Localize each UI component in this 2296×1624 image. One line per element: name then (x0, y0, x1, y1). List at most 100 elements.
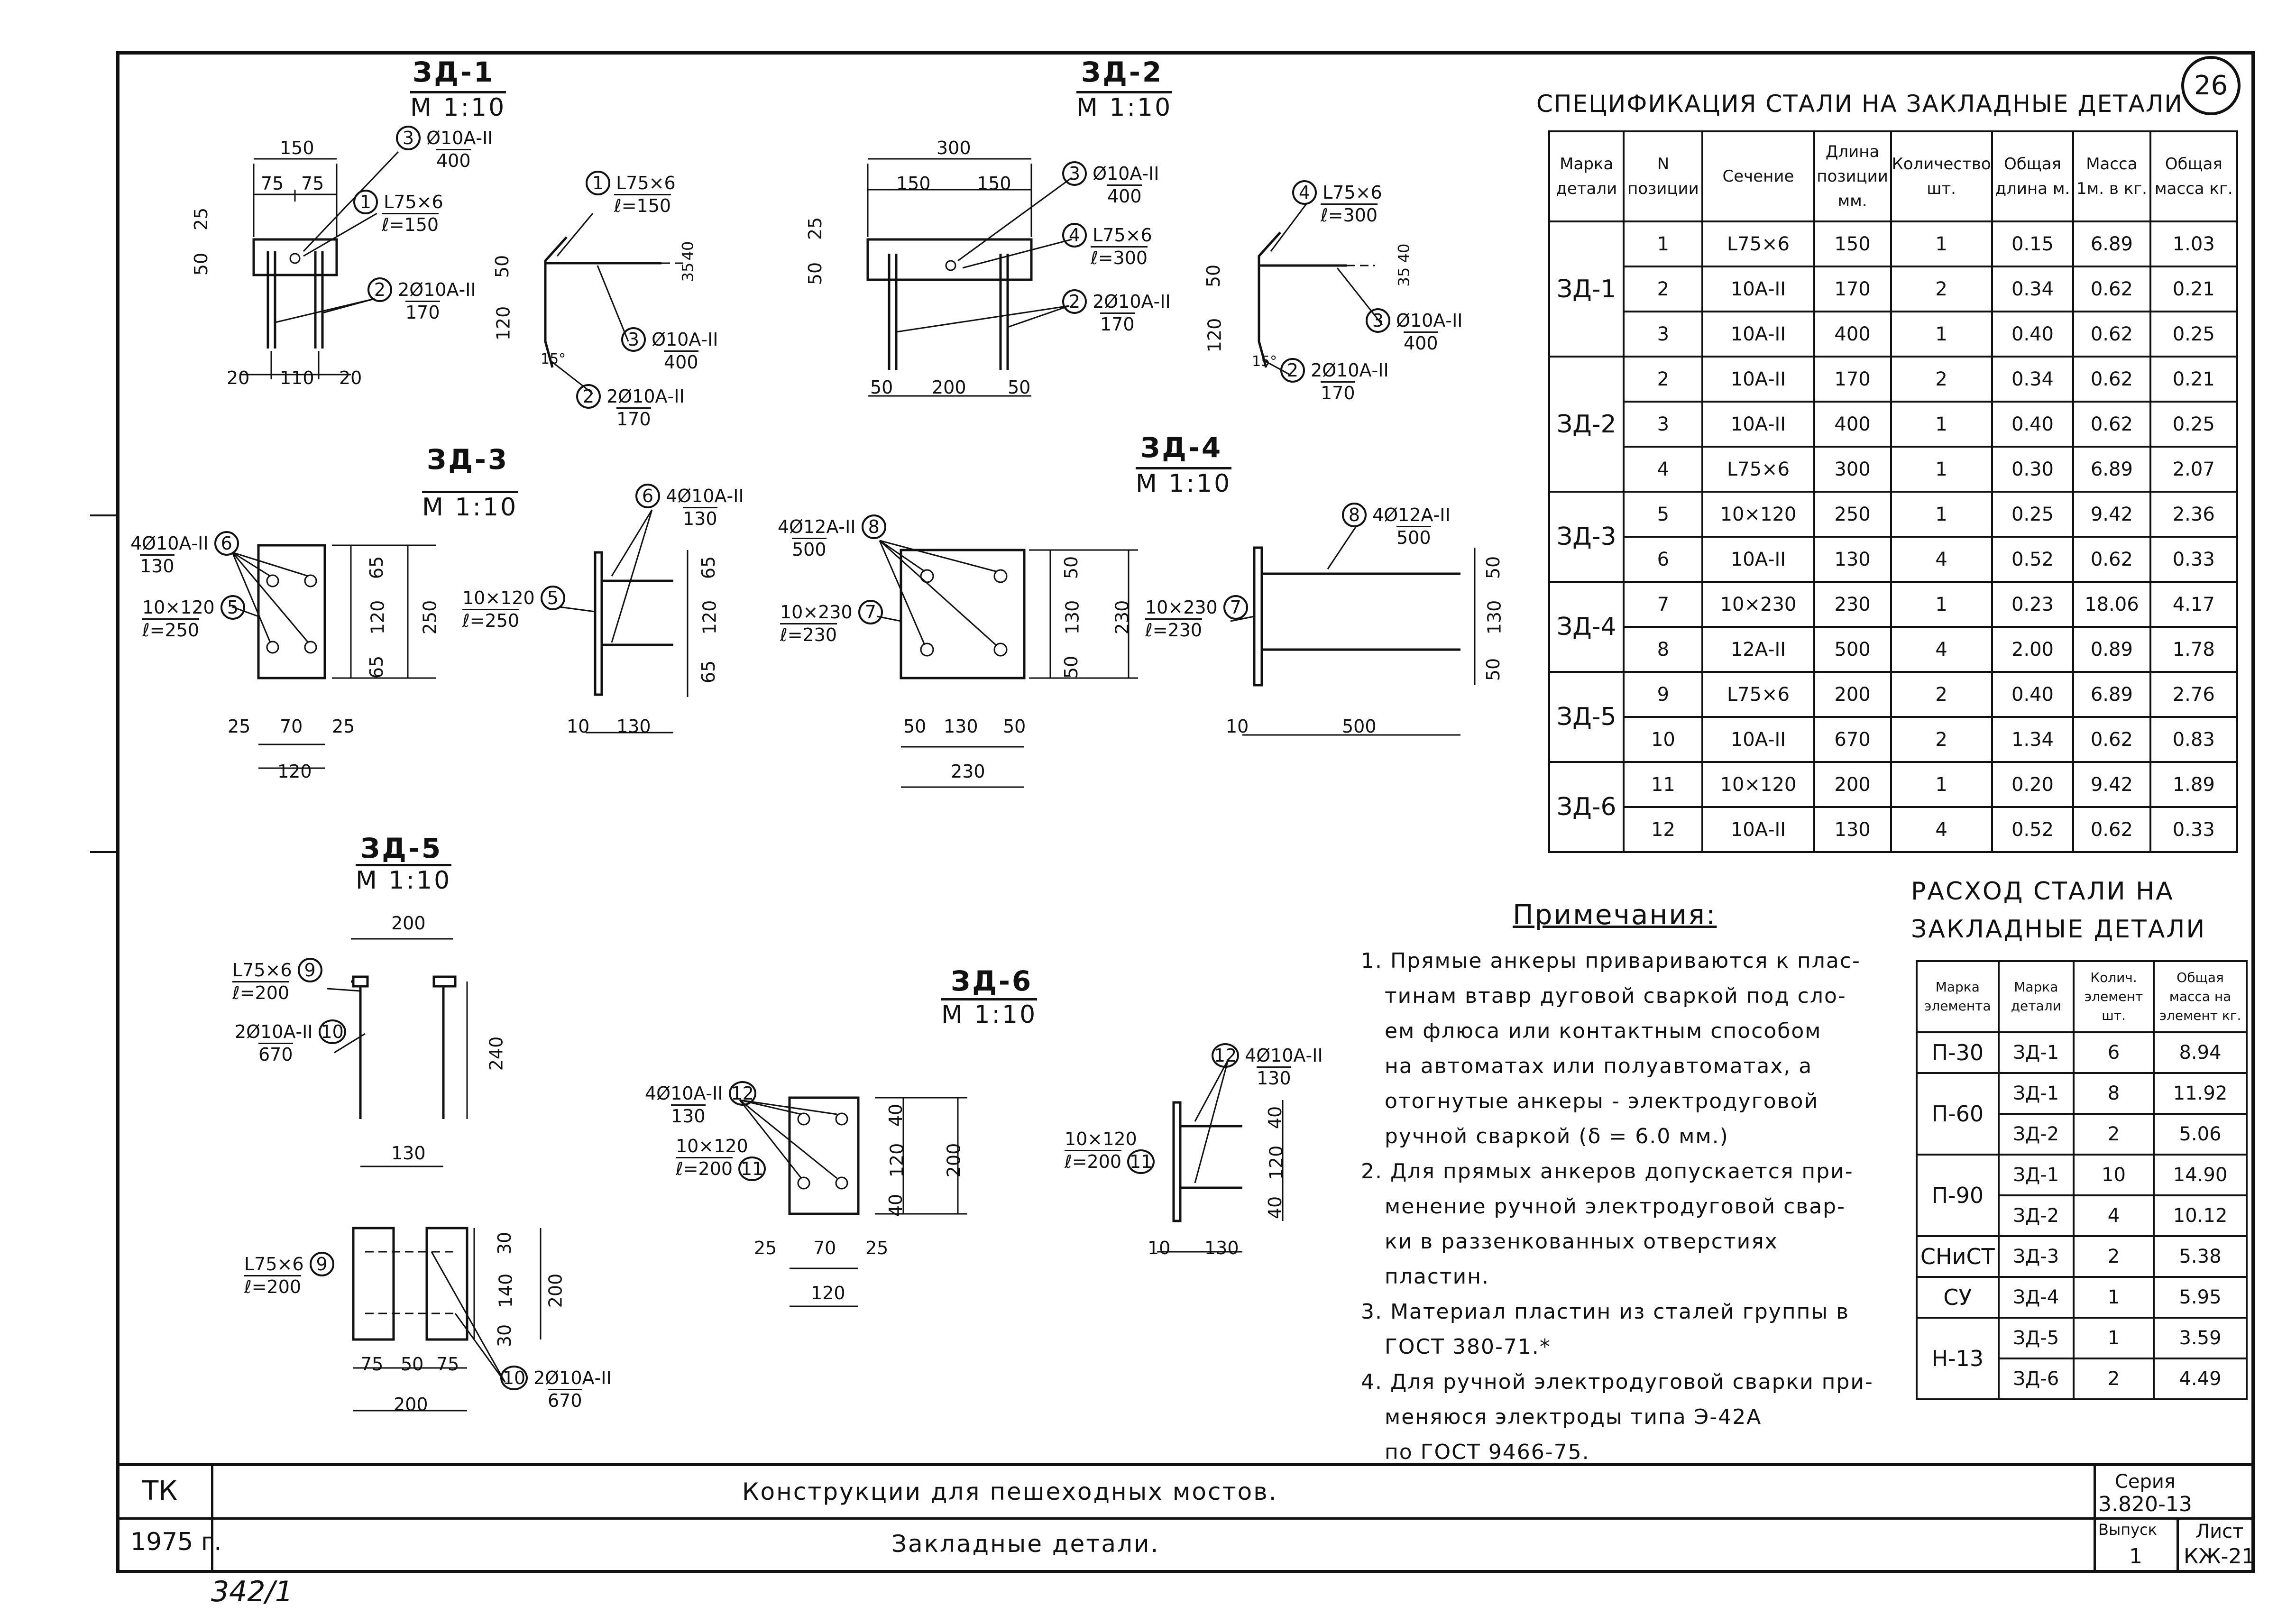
zd3-c5b: ℓ=250 (142, 618, 200, 641)
spec-cell: 0.34 (1991, 266, 2075, 312)
consumption-cell: ЗД-2 (1997, 1194, 2075, 1237)
pos-12-marker: 12 (728, 1081, 756, 1106)
pos-9-marker: 9 (309, 1252, 334, 1276)
zd3-dim-25b: 25 (332, 716, 355, 737)
consumption-header: Общая масса на элемент кг. (2153, 960, 2248, 1033)
zd1-front (239, 151, 399, 379)
zd3s-c6: 4Ø10А-ІІ (666, 486, 744, 506)
pos-10-marker: 10 (318, 1019, 346, 1044)
spec-cell: 6 (1623, 536, 1704, 583)
consumption-header: Марка детали (1997, 960, 2075, 1033)
spec-cell: 2 (1890, 671, 1993, 718)
zd4s-dim-50b: 50 (1483, 658, 1504, 681)
stamp-divider (2094, 1466, 2096, 1573)
zd2-scale: М 1:10 (1076, 91, 1173, 122)
notes-title: Примечания: (1513, 899, 1717, 931)
consumption-element: П-90 (1916, 1154, 2000, 1237)
zd5-title: ЗД-5 (360, 832, 443, 864)
zd6-dim-120b: 120 (811, 1283, 845, 1303)
spec-cell: 10 (1623, 716, 1704, 763)
note-line: ем флюса или контактным способом (1385, 1019, 1822, 1043)
sheet-number: 26 (2194, 70, 2228, 101)
consumption-table: Марка элемента Марка детали Колич. элеме… (1916, 960, 2248, 1400)
note-line: по ГОСТ 9466-75. (1385, 1440, 1590, 1464)
zd5-scale: М 1:10 (356, 864, 452, 895)
pos-11-marker: 11 (1127, 1149, 1155, 1174)
spec-cell: 8 (1623, 626, 1704, 673)
zd6-front (739, 1096, 967, 1307)
zd6-dim-70: 70 (813, 1238, 836, 1258)
spec-cell: 1 (1890, 220, 1993, 267)
zd3s-dim-65a: 65 (698, 556, 719, 579)
zd4-front (877, 540, 1138, 788)
zd1-dim-75a: 75 (261, 173, 284, 194)
spec-cell: 6.89 (2072, 220, 2151, 267)
consumption-title-2: закладные детали (1911, 915, 2206, 944)
zd3-scale: М 1:10 (422, 491, 518, 522)
zd4-c7b: ℓ=230 (780, 623, 837, 645)
zd2-dim-50: 50 (805, 262, 826, 285)
spec-cell: 4 (1890, 806, 1993, 853)
zd6s-dim-40b: 40 (1265, 1196, 1286, 1220)
zd2s-c4b: ℓ=300 (1321, 203, 1378, 226)
spec-cell: 0.25 (2149, 401, 2239, 448)
consumption-cell: 2 (2072, 1113, 2155, 1156)
zd3-c5: 10×120 (142, 597, 215, 618)
stamp-sheet: КЖ-21 (2184, 1544, 2255, 1569)
spec-cell: 0.62 (2072, 266, 2151, 312)
spec-header: Общая длина м. (1991, 130, 2075, 222)
zd5p-dim-30a: 30 (494, 1231, 515, 1255)
consumption-cell: ЗД-1 (1997, 1154, 2075, 1196)
pos-11-marker: 11 (738, 1156, 766, 1181)
pos-6-marker: 6 (635, 484, 660, 508)
spec-cell: 2.00 (1991, 626, 2075, 673)
stamp-issue: 1 (2129, 1544, 2142, 1569)
zd3-dim-250: 250 (419, 600, 441, 635)
spec-cell: 2.07 (2149, 446, 2239, 493)
zd5-dim-200: 200 (391, 913, 426, 934)
spec-cell: 0.25 (1991, 491, 2075, 538)
zd4-c7: 10×230 (780, 602, 853, 623)
pos-5-marker: 5 (540, 586, 565, 610)
zd3-side (559, 509, 689, 734)
spec-cell: 3 (1623, 311, 1704, 358)
spec-mark: ЗД-3 (1548, 491, 1625, 583)
spec-cell: 670 (1813, 716, 1892, 763)
spec-cell: 2 (1890, 266, 1993, 312)
consumption-cell: 3.59 (2153, 1317, 2248, 1359)
note-line: пластин. (1385, 1265, 1490, 1289)
zd1-scale: М 1:10 (410, 91, 506, 122)
spec-cell: 0.21 (2149, 356, 2239, 403)
spec-cell: 1.34 (1991, 716, 2075, 763)
zd1s-c1b: ℓ=150 (614, 194, 671, 216)
spec-cell: 2.76 (2149, 671, 2239, 718)
zd5-plan (352, 1227, 542, 1412)
spec-mark: ЗД-5 (1548, 671, 1625, 763)
pos-8-marker: 8 (861, 514, 886, 539)
consumption-cell: ЗД-1 (1997, 1031, 2075, 1074)
zd5p-c10: 2Ø10А-ІІ (533, 1367, 612, 1388)
consumption-cell: 4 (2072, 1194, 2155, 1237)
zd1-dim-20b: 20 (339, 367, 362, 388)
zd2s-c4: L75×6 (1322, 182, 1382, 203)
zd1-c3: Ø10А-ІІ (426, 128, 493, 148)
zd4-side (1230, 526, 1476, 736)
margin-tick (90, 851, 119, 853)
zd3-dim-70: 70 (280, 716, 303, 737)
zd4-dim-230b: 230 (951, 761, 985, 782)
zd3-title: ЗД-3 (427, 443, 509, 476)
zd4s-dim-130: 130 (1484, 600, 1505, 635)
spec-cell: 150 (1813, 220, 1892, 267)
zd2-dim-200: 200 (932, 377, 966, 398)
spec-cell: 12А-ІІ (1701, 626, 1815, 673)
